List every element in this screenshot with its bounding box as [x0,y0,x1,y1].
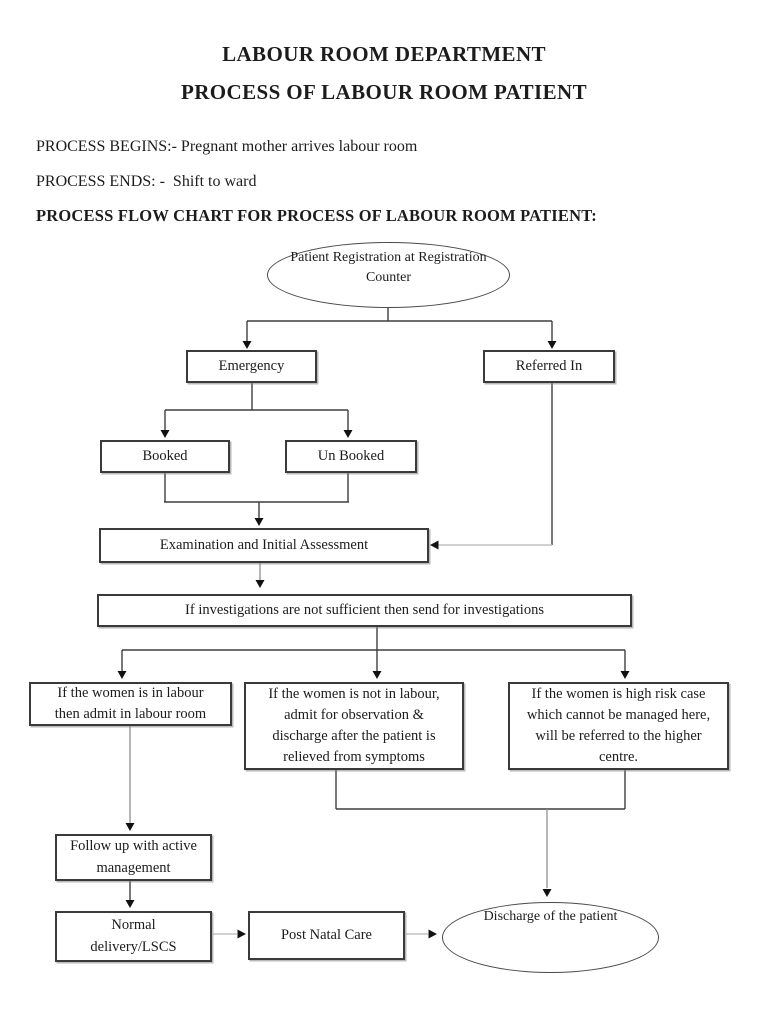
node-follow-up-management-label: Follow up with active management [70,838,197,876]
node-referred-in-label: Referred In [515,357,583,374]
flow-chart-heading: PROCESS FLOW CHART FOR PROCESS OF LABOUR… [36,206,597,225]
node-examination-assessment-label: Examination and Initial Assessment [159,536,369,553]
node-booked: Booked [100,440,230,473]
node-booked-label: Booked [142,447,188,464]
node-examination-assessment: Examination and Initial Assessment [99,528,429,563]
node-patient-registration: Patient Registration at Registration Cou… [267,242,510,308]
node-post-natal-care: Post Natal Care [248,911,405,960]
node-un-booked-label: Un Booked [317,447,385,464]
node-patient-registration-label: Patient Registration at Registration Cou… [290,249,487,285]
node-high-risk-referral: If the women is high risk case which can… [508,682,729,770]
node-in-labour-admit-label: If the women is in labour then admit in … [54,684,207,722]
node-discharge-patient: Discharge of the patient [442,902,659,973]
node-referred-in: Referred In [483,350,615,383]
node-follow-up-management: Follow up with active management [55,834,212,881]
node-high-risk-referral-label: If the women is high risk case which can… [526,685,711,766]
node-discharge-patient-label: Discharge of the patient [483,909,618,924]
node-in-labour-admit: If the women is in labour then admit in … [29,682,232,726]
node-post-natal-care-label: Post Natal Care [280,926,372,943]
node-un-booked: Un Booked [285,440,417,473]
node-emergency-label: Emergency [218,357,285,374]
page-title: LABOUR ROOM DEPARTMENT [222,42,546,66]
process-begins-line: PROCESS BEGINS:- Pregnant mother arrives… [36,138,418,155]
page-subtitle: PROCESS OF LABOUR ROOM PATIENT [181,80,587,104]
node-normal-delivery-lscs: Normal delivery/LSCS [55,911,212,962]
node-not-in-labour-observation-label: If the women is not in labour, admit for… [268,685,440,766]
node-normal-delivery-lscs-label: Normal delivery/LSCS [90,917,177,955]
node-not-in-labour-observation: If the women is not in labour, admit for… [244,682,464,770]
node-investigations: If investigations are not sufficient the… [97,594,632,627]
node-investigations-label: If investigations are not sufficient the… [185,601,544,618]
node-emergency: Emergency [186,350,317,383]
process-ends-line: PROCESS ENDS: - Shift to ward [36,173,257,190]
